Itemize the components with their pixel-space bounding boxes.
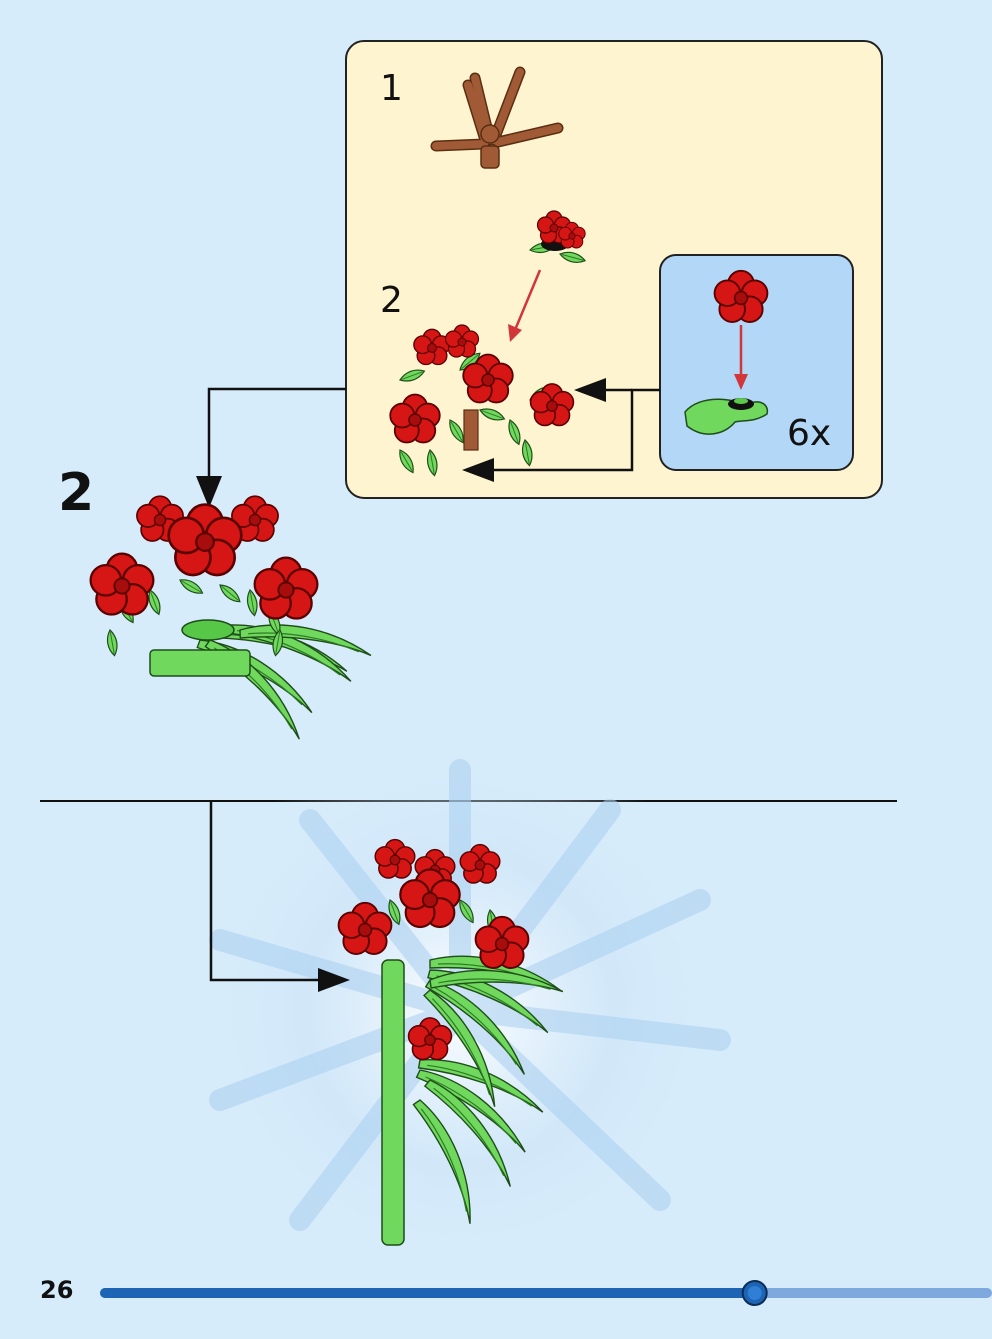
brown-stem-piece (430, 66, 564, 169)
progress-fill (100, 1288, 755, 1298)
arrow-head-a (574, 378, 606, 402)
main-step-assembly (89, 495, 372, 740)
arrow-head-b (462, 458, 494, 482)
flower-cluster-small (389, 324, 575, 477)
main-step-number: 2 (58, 463, 95, 523)
arrow-multiplier-to-cluster (490, 388, 660, 472)
leaf-plate-piece (684, 398, 769, 435)
substep-number-2: 2 (380, 280, 403, 321)
callout-connector-arrowhead (196, 476, 222, 508)
final-assembly (337, 838, 564, 1246)
callout-connector-line (207, 387, 346, 490)
red-arrow-head-2 (734, 374, 748, 390)
multiplier-label: 6x (787, 413, 832, 454)
page-number: 26 (40, 1276, 74, 1304)
substep-number-1: 1 (380, 68, 403, 109)
red-arrow-head (508, 324, 522, 342)
final-connector-line (209, 801, 330, 982)
flower-piece-falling (528, 210, 587, 266)
red-arrow-line (513, 269, 542, 331)
final-connector-arrowhead (318, 968, 350, 992)
